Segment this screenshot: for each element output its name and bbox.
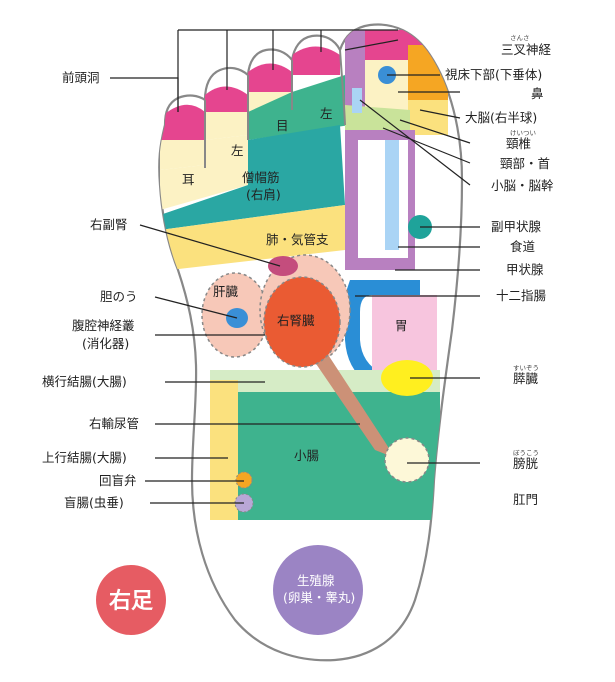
zone-label-reproductive-1: 生殖腺 <box>297 573 335 588</box>
label-cerebellum: 小脳・脳幹 <box>491 178 554 193</box>
label-trigeminal: 三叉神経 <box>501 42 552 57</box>
toe5-lower <box>160 140 205 170</box>
zone-label-eye: 目 <box>276 118 289 133</box>
label-cecum: 盲腸(虫垂) <box>64 495 124 510</box>
zone-label-trapezius-1: 僧帽筋 <box>242 170 280 185</box>
label-pituitary: 視床下部(下垂体) <box>445 67 542 82</box>
label-transverse-colon: 横行結腸(大腸) <box>42 374 127 389</box>
ruby-trigeminal: さんさ <box>510 34 530 42</box>
label-gallbladder: 胆のう <box>100 289 138 304</box>
zone-label-kidney: 右腎臓 <box>277 313 315 328</box>
label-esophagus: 食道 <box>510 239 536 254</box>
zone-label-stomach: 胃 <box>395 318 408 333</box>
label-neck-vertebra: 頸椎 <box>506 136 531 151</box>
label-bladder: 膀胱 <box>513 456 539 471</box>
label-ascending-colon: 上行結腸(大腸) <box>42 450 127 465</box>
label-ileocecal: 回盲弁 <box>99 473 137 488</box>
zone-label-liver: 肝臓 <box>213 284 239 299</box>
label-duodenum: 十二指腸 <box>496 288 547 303</box>
label-anus: 肛門 <box>513 492 538 507</box>
zone-label-trapezius-2: (右肩) <box>246 187 281 202</box>
zone-label-small-intestine: 小腸 <box>294 448 320 463</box>
bladder-zone <box>385 438 429 482</box>
zone-label-lung: 肺・気管支 <box>266 232 329 247</box>
label-celiac-2: (消化器) <box>82 336 129 351</box>
label-pancreas: 膵臓 <box>513 371 539 386</box>
ileocecal-point <box>236 472 252 488</box>
zone-label-left: 左 <box>320 106 333 121</box>
zone-label-left-small: 左 <box>231 143 244 158</box>
label-cerebrum: 大脳(右半球) <box>465 110 537 125</box>
toe3-tip <box>248 64 292 93</box>
label-parathyroid: 副甲状腺 <box>491 219 542 234</box>
esophagus-zone <box>385 140 399 250</box>
label-celiac-1: 腹腔神経叢 <box>72 318 135 333</box>
label-forehead: 前頭洞 <box>62 70 100 85</box>
label-adrenal: 右副腎 <box>90 217 128 232</box>
label-neck: 頸部・首 <box>500 156 550 171</box>
badge-label: 右足 <box>109 589 153 614</box>
zone-label-ear: 耳 <box>182 172 195 187</box>
adrenal-point <box>268 256 298 276</box>
ascending-colon-zone <box>210 380 238 520</box>
label-ureter: 右輸尿管 <box>89 416 139 431</box>
zone-label-reproductive-2: (卵巣・睾丸) <box>283 590 355 605</box>
label-nose: 鼻 <box>531 86 544 101</box>
label-thyroid: 甲状腺 <box>506 262 544 277</box>
thyroid-inner <box>358 140 408 258</box>
